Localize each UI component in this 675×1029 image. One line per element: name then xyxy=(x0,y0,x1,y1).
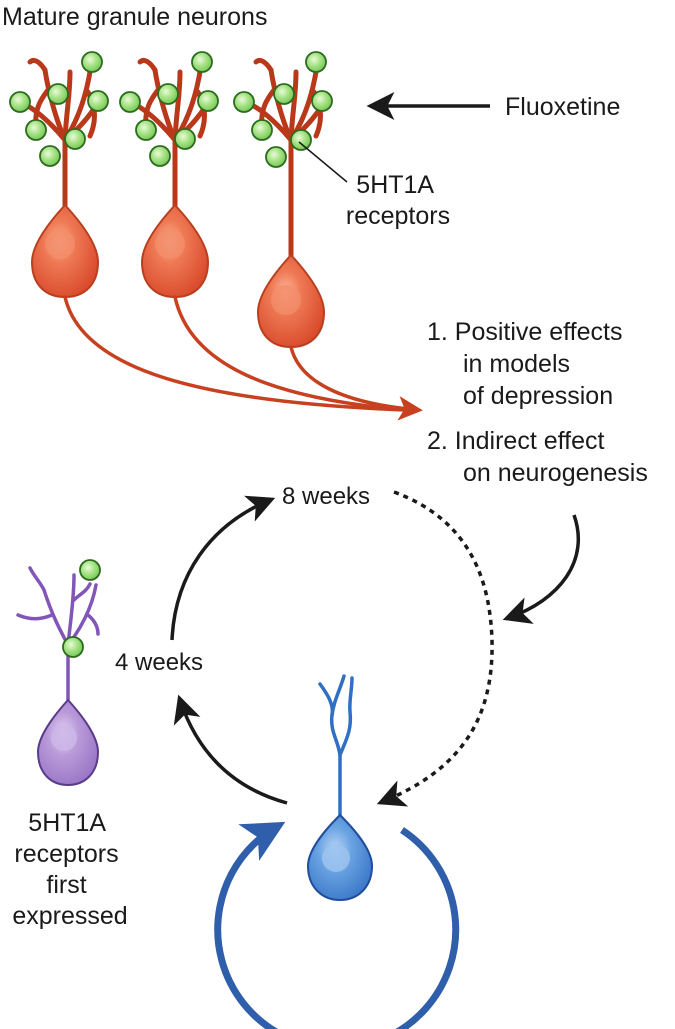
receptor xyxy=(273,83,295,105)
nucleus-1 xyxy=(45,229,75,259)
immature-dendrites xyxy=(16,566,100,702)
mature-neuron-2 xyxy=(119,51,219,299)
immature-label-line-1: 5HT1A xyxy=(28,809,106,837)
effect-2-line-1: 2. Indirect effect xyxy=(427,427,604,455)
receptor xyxy=(191,51,213,73)
arrow-to-4-weeks xyxy=(173,694,288,805)
receptors-1 xyxy=(9,51,109,167)
axon-3 xyxy=(289,345,423,421)
effect-2: 2. Indirect effect on neurogenesis xyxy=(427,427,648,487)
receptor xyxy=(25,119,47,141)
label-4-weeks: 4 weeks xyxy=(115,649,203,676)
axon-1 xyxy=(63,295,407,412)
receptor-label-line-1: 5HT1A xyxy=(356,171,434,199)
receptor xyxy=(135,119,157,141)
receptor xyxy=(62,636,84,658)
progenitor-nucleus xyxy=(322,844,350,872)
receptor xyxy=(47,83,69,105)
effect-1-line-1: 1. Positive effects xyxy=(427,318,622,346)
immature-receptors xyxy=(62,559,101,658)
arrow-to-8-weeks xyxy=(170,495,276,641)
immature-neuron xyxy=(16,559,101,787)
effect-1: 1. Positive effects in models of depress… xyxy=(427,318,629,410)
mature-neuron-3 xyxy=(233,51,333,349)
label-8-weeks: 8 weeks xyxy=(282,483,370,510)
receptor xyxy=(251,119,273,141)
nucleus-2 xyxy=(155,229,185,259)
receptors-3 xyxy=(233,51,333,168)
receptor xyxy=(87,90,109,112)
receptor xyxy=(311,90,333,112)
arrow-return-dashed xyxy=(376,490,494,807)
immature-label-line-4: expressed xyxy=(12,902,127,930)
receptor xyxy=(39,145,61,167)
receptor xyxy=(305,51,327,73)
effect-1-line-2: in models xyxy=(463,350,570,378)
immature-label: 5HT1A receptors first expressed xyxy=(12,809,127,930)
receptor xyxy=(81,51,103,73)
self-renewal-arrow xyxy=(214,821,460,1029)
receptor xyxy=(265,146,287,168)
receptors-2 xyxy=(119,51,219,167)
receptor xyxy=(119,91,141,113)
receptor xyxy=(174,128,196,150)
receptor xyxy=(157,83,179,105)
progenitor-process xyxy=(318,674,354,817)
effect-2-line-2: on neurogenesis xyxy=(463,459,648,487)
fluoxetine-label: Fluoxetine xyxy=(505,93,620,121)
receptor xyxy=(290,129,312,151)
receptor-label-line-2: receptors xyxy=(346,202,450,230)
receptor xyxy=(149,145,171,167)
effect-1-line-3: of depression xyxy=(463,382,613,410)
receptor xyxy=(9,91,31,113)
receptor xyxy=(64,128,86,150)
immature-nucleus xyxy=(51,725,77,751)
indirect-effect-arrow xyxy=(502,514,580,624)
receptor xyxy=(79,559,101,581)
axon-2 xyxy=(173,295,407,412)
immature-label-line-2: receptors xyxy=(14,840,118,868)
axon-projections xyxy=(63,295,423,421)
receptor-pointer-line xyxy=(298,141,348,183)
immature-label-line-3: first xyxy=(46,871,86,899)
receptor-label: 5HT1A receptors xyxy=(346,171,450,230)
mature-neuron-1 xyxy=(9,51,109,299)
nucleus-3 xyxy=(271,285,301,315)
receptor xyxy=(233,91,255,113)
progenitor-cell xyxy=(306,674,374,902)
diagram-title: Mature granule neurons xyxy=(2,3,267,31)
receptor xyxy=(197,90,219,112)
